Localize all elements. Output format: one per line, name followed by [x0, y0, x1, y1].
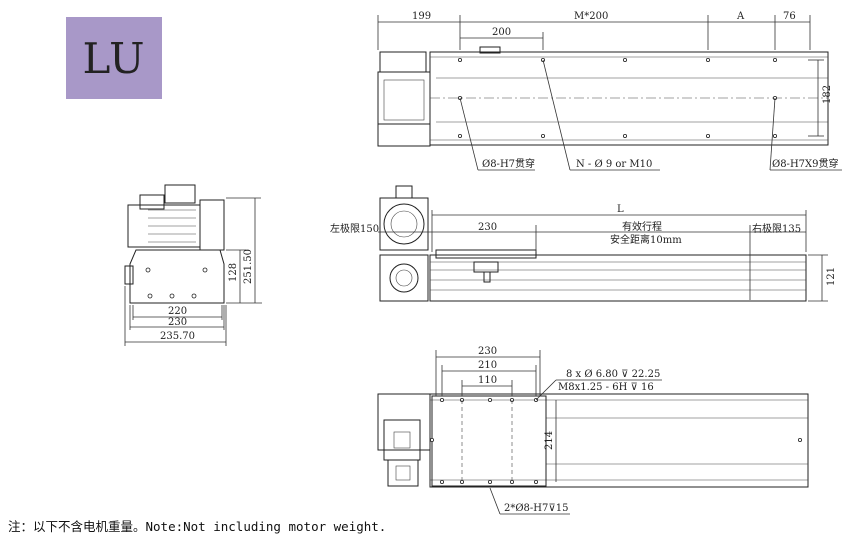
dim-214: 214 [544, 431, 555, 450]
dim-230-side: 230 [478, 222, 497, 233]
right-limit: 右极限135 [752, 222, 801, 235]
top-motor-cap [379, 51, 427, 73]
dim-110: 110 [478, 375, 497, 386]
dim-76: 76 [783, 11, 796, 22]
bottom-rail-body [429, 393, 809, 488]
side-end-block [379, 254, 429, 302]
side-rail-body [429, 254, 807, 302]
bottom-motor-block [377, 393, 431, 451]
bottom-end-cap [387, 459, 419, 487]
dim-m200: M*200 [574, 11, 608, 22]
dim-230-bottom: 230 [478, 346, 497, 357]
dim-220: 220 [168, 306, 187, 317]
dim-200: 200 [492, 27, 511, 38]
dim-l: L [617, 204, 624, 215]
side-carriage-bracket [473, 261, 499, 273]
callout-pin-hole-right: Ø8-H7X9贯穿 [772, 157, 839, 170]
model-badge: LU [66, 17, 162, 99]
callout-mount-holes: N - Ø 9 or M10 [576, 159, 652, 170]
dim-210: 210 [478, 360, 497, 371]
model-badge-label: LU [82, 33, 146, 83]
dim-251: 251.50 [243, 249, 254, 284]
bottom-motor-face [383, 419, 421, 461]
callout-pins: 2*Ø8-H7⊽15 [504, 503, 568, 514]
top-rail-body [429, 51, 829, 146]
callout-pin-hole-left: Ø8-H7贯穿 [482, 157, 535, 170]
top-carriage-tab [479, 46, 501, 54]
end-view: 128 251.50 220 230 235.70 [124, 184, 262, 346]
dim-230-end: 230 [168, 317, 187, 328]
callout-holes: 8 x Ø 6.80 ⊽ 22.25 [566, 369, 660, 380]
stroke-label: 有效行程 [622, 220, 662, 233]
side-view: L 左极限150 右极限135 230 有效行程 安全距离10mm 121 [330, 185, 837, 302]
dim-128: 128 [228, 263, 239, 282]
end-motor-cap [164, 184, 196, 204]
safety-label: 安全距离10mm [610, 233, 682, 246]
end-rail-profile [129, 249, 225, 304]
dim-121: 121 [826, 267, 837, 286]
dim-a: A [736, 11, 745, 22]
end-motor-connector [139, 194, 165, 210]
side-carriage [435, 249, 537, 259]
top-view: 199 M*200 A 76 200 182 Ø8-H7贯穿 N - Ø 9 o… [377, 11, 842, 171]
dim-182: 182 [822, 85, 833, 104]
top-motor-face [383, 79, 425, 121]
end-side-lug [124, 265, 134, 285]
callout-thread: M8x1.25 - 6H ⊽ 16 [558, 382, 654, 393]
bottom-view: 230 210 110 214 8 x Ø 6.80 ⊽ 22.25 M8x1.… [377, 346, 809, 515]
top-motor-base [377, 123, 431, 147]
side-motor-circle [383, 203, 425, 245]
side-motor-plug [395, 185, 413, 199]
dim-235: 235.70 [160, 331, 195, 342]
weight-note: 注：以下不含电机重量。Note:Not including motor weig… [8, 519, 387, 534]
dim-199: 199 [412, 11, 431, 22]
end-reducer [199, 199, 225, 251]
side-motor-flange [379, 197, 429, 251]
left-limit: 左极限150 [330, 222, 379, 235]
bottom-carriage [431, 395, 547, 487]
